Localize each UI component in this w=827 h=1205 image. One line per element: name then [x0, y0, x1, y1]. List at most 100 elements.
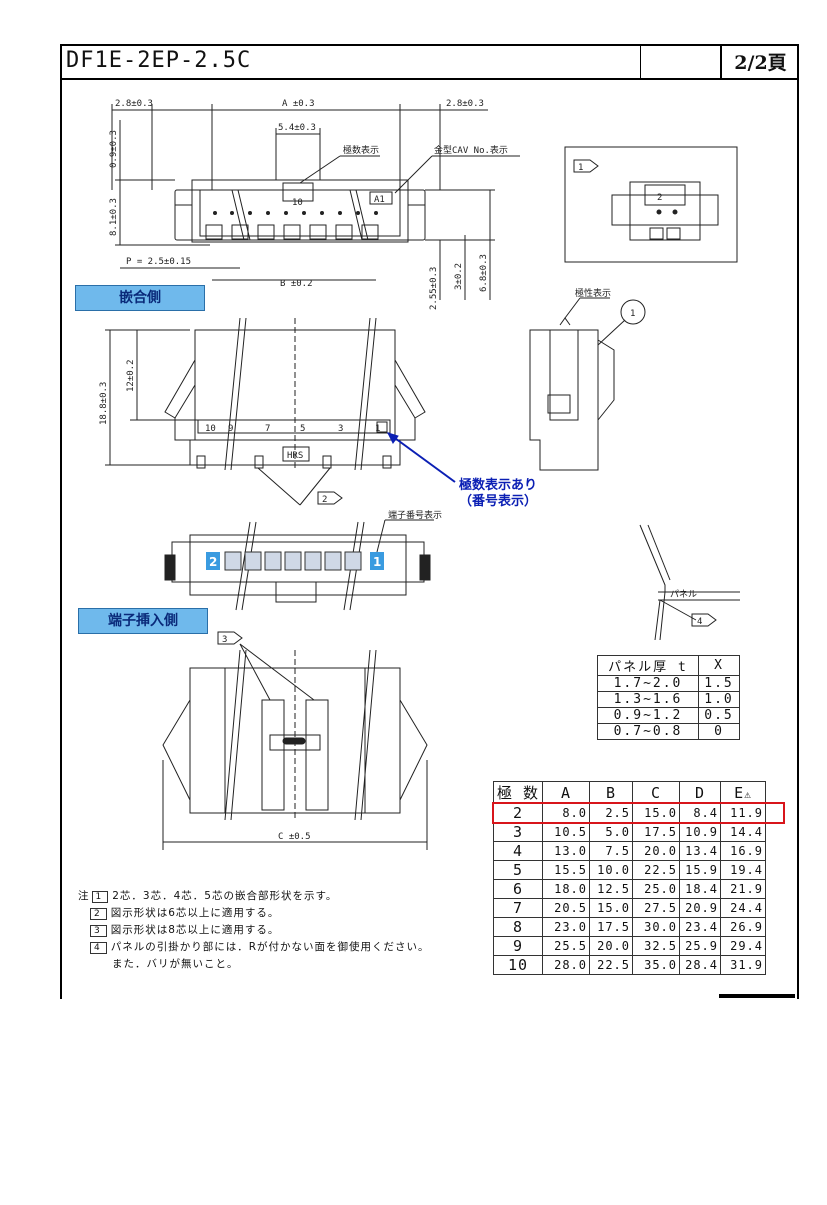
cell: 20.9 [679, 898, 721, 918]
mating-side-view [105, 317, 426, 506]
cell: 25.9 [679, 936, 721, 956]
flag-4-panel: 4 [697, 617, 702, 627]
dim-h-18-8: 18.8±0.3 [99, 382, 109, 425]
insertion-side-view [162, 631, 428, 850]
strip-pin-2: 2 [209, 555, 217, 569]
pole-annotation-arrow [387, 432, 456, 483]
label-panel: パネル [670, 589, 697, 600]
note-text-1: 2芯．3芯．4芯．5芯の嵌合部形状を示す。 [112, 890, 338, 902]
note-item: 注 1 2芯．3芯．4芯．5芯の嵌合部形状を示す。 [78, 888, 430, 905]
cell: 3 [493, 822, 543, 842]
page-number: 2/2頁 [720, 46, 799, 78]
top-front-view [111, 104, 520, 300]
cell: 5 [493, 860, 543, 880]
cell: 9 [493, 936, 543, 956]
note-text-4: パネルの引掛かり部には．Rが付かない面を御使用ください。 [110, 941, 430, 953]
header-cell: X [698, 655, 740, 676]
dim-h-6-8: 6.8±0.3 [479, 254, 489, 292]
panel-detail-view [639, 524, 740, 641]
cell: 10.5 [542, 822, 590, 842]
cell: 31.9 [720, 955, 766, 975]
pin-label-5: 5 [300, 424, 305, 434]
pin-label-7: 7 [265, 424, 270, 434]
strip-pin-1: 1 [373, 555, 381, 569]
header-e: E [734, 783, 745, 802]
sheet-bottom-bar [719, 994, 795, 998]
inset-flag-1: 1 [578, 163, 583, 173]
cell: 32.5 [632, 936, 680, 956]
drawing-notes: 注 1 2芯．3芯．4芯．5芯の嵌合部形状を示す。 2 図示形状は6芯以上に適用… [78, 888, 430, 973]
cell: 0.7~0.8 [597, 723, 699, 740]
hrs-logo: HRS [287, 451, 303, 461]
cell: 29.4 [720, 936, 766, 956]
mating-side-label: 嵌合側 [75, 285, 205, 311]
cell: 1.3~1.6 [597, 691, 699, 708]
dim-h-8-1: 8.1±0.3 [109, 198, 119, 236]
header-cell: C [632, 781, 680, 804]
cell: 22.5 [589, 955, 633, 975]
label-terminal-no: 端子番号表示 [388, 509, 442, 521]
cell: 17.5 [632, 822, 680, 842]
dim-h-12: 12±0.2 [126, 359, 136, 392]
pin-label-9: 9 [228, 424, 233, 434]
cell: 10.0 [589, 860, 633, 880]
header-cell: B [589, 781, 633, 804]
top-pole-mark: 10 [292, 198, 303, 208]
cell: 18.4 [679, 879, 721, 899]
dim-c: C ±0.5 [278, 832, 311, 842]
cavity-mark: A1 [374, 195, 385, 205]
cell: 8 [493, 917, 543, 937]
header-cell: 極 数 [493, 781, 543, 804]
note-flag-3: 3 [90, 924, 107, 937]
cell: 13.0 [542, 841, 590, 861]
pin-label-3: 3 [338, 424, 343, 434]
cell: 20.0 [632, 841, 680, 861]
flag-3-insertion: 3 [222, 635, 227, 645]
cell: 5.0 [589, 822, 633, 842]
dim-side-left: 2.8±0.3 [115, 99, 153, 109]
dim-h-3: 3±0.2 [454, 263, 464, 290]
dim-a: A ±0.3 [282, 99, 315, 109]
dim-pitch: P = 2.5±0.15 [126, 257, 191, 267]
cell: 6 [493, 879, 543, 899]
note-item: 4 パネルの引掛かり部には．Rが付かない面を御使用ください。 [78, 939, 430, 956]
side-profile-view [529, 297, 646, 471]
cell: 7 [493, 898, 543, 918]
cell: 35.0 [632, 955, 680, 975]
header-cell: E⚠ [720, 781, 766, 804]
dim-centre-width: 5.4±0.3 [278, 123, 316, 133]
terminal-strip-view [164, 519, 434, 611]
cell: 30.0 [632, 917, 680, 937]
label-mold-cav: 金型CAV No.表示 [434, 144, 508, 156]
pole-table-header: 極 数 A B C D E⚠ [493, 781, 766, 804]
cell: 28.4 [679, 955, 721, 975]
cell: 27.5 [632, 898, 680, 918]
cell: 0.9~1.2 [597, 707, 699, 724]
cell: 28.0 [542, 955, 590, 975]
cell: 15.0 [589, 898, 633, 918]
panel-table-header: パネル厚 t X [597, 655, 740, 676]
note-text-3: 図示形状は8芯以上に適用する。 [110, 924, 280, 936]
cell: 22.5 [632, 860, 680, 880]
terminal-strip-blocks [224, 551, 362, 571]
label-pole-display: 極数表示 [343, 144, 379, 156]
highlighted-row-2-pole [492, 802, 785, 824]
note-item: 2 図示形状は6芯以上に適用する。 [78, 905, 430, 922]
header-cell: D [679, 781, 721, 804]
note-continuation: また．バリが無いこと。 [112, 958, 239, 970]
cell: 26.9 [720, 917, 766, 937]
cell: 12.5 [589, 879, 633, 899]
dim-h-2-55: 2.55±0.3 [429, 267, 439, 310]
terminal-cavities [205, 224, 379, 240]
dim-side-right: 2.8±0.3 [446, 99, 484, 109]
label-polarity-display: 極性表示 [575, 287, 611, 299]
drawing-sheet: DF1E-2EP-2.5C 2/2頁 [60, 44, 799, 999]
title-block: DF1E-2EP-2.5C 2/2頁 [62, 46, 797, 80]
